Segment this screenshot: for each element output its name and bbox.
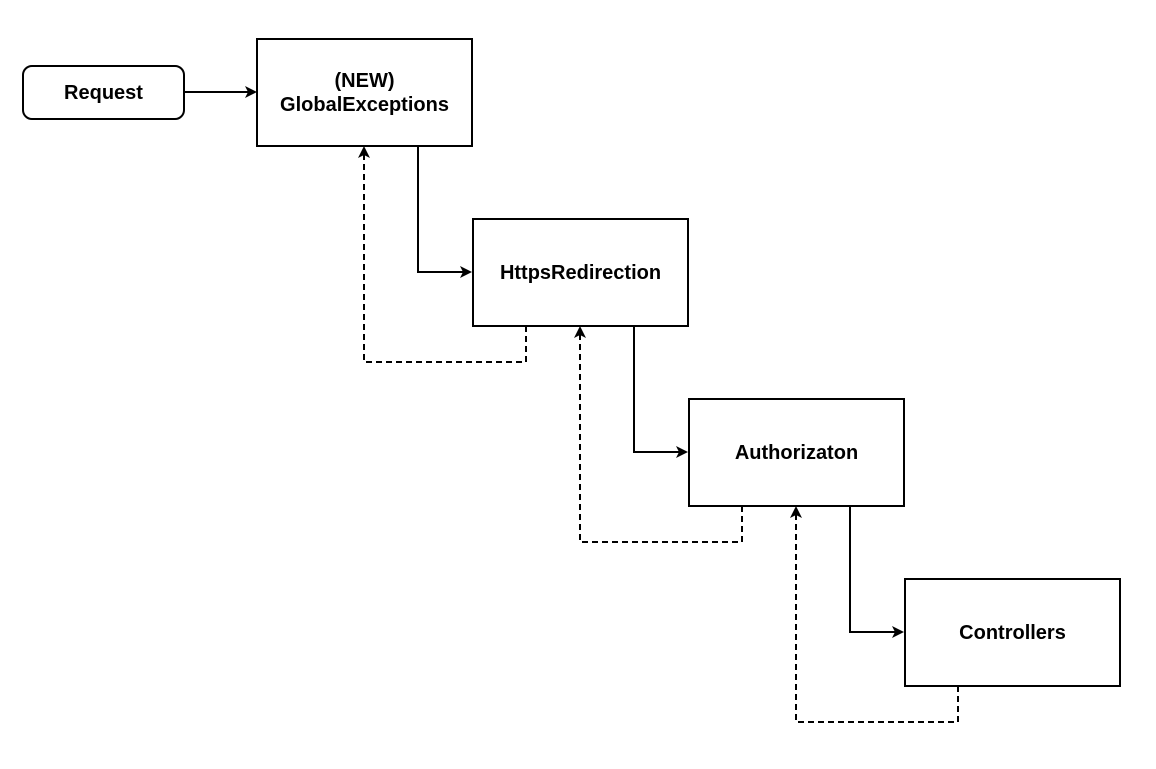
request-label: Request <box>64 81 143 104</box>
globalexceptions-node: (NEW) GlobalExceptions <box>256 38 473 147</box>
controllers-label: Controllers <box>959 621 1066 644</box>
return-arrow-authorization-to-httpsredirection <box>574 326 743 543</box>
arrow-httpsredirection-to-authorization <box>633 326 688 458</box>
authorization-node: Authorizaton <box>688 398 905 507</box>
arrow-authorization-to-controllers <box>849 506 904 638</box>
return-arrow-controllers-to-authorization <box>790 506 959 723</box>
controllers-node: Controllers <box>904 578 1121 687</box>
httpsredirection-node: HttpsRedirection <box>472 218 689 327</box>
globalexceptions-label-line1: (NEW) <box>334 69 395 92</box>
request-node: Request <box>22 65 185 120</box>
return-arrow-httpsredirection-to-globalexceptions <box>358 146 527 363</box>
authorization-label: Authorizaton <box>734 441 859 464</box>
arrow-globalexceptions-to-httpsredirection <box>417 146 472 278</box>
httpsredirection-label: HttpsRedirection <box>499 261 662 284</box>
globalexceptions-label-line2: GlobalExceptions <box>280 93 449 116</box>
